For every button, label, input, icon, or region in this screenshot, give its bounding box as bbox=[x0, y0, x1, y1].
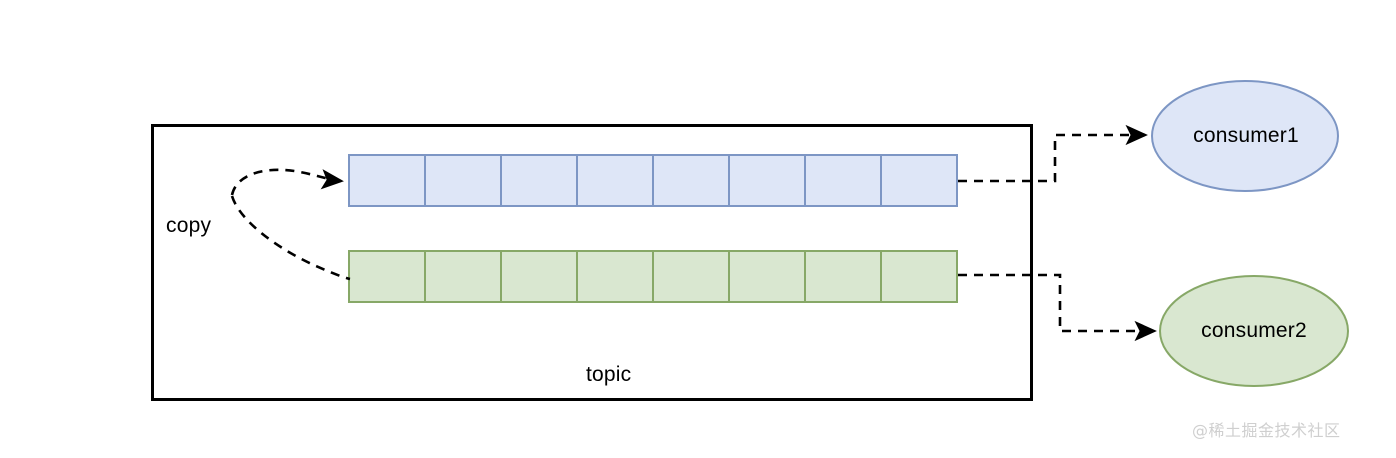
partition-blue bbox=[348, 154, 958, 207]
partition-green-cell bbox=[424, 250, 502, 303]
connector-copy-to-green-partition bbox=[230, 195, 351, 281]
partition-green-cell bbox=[880, 250, 958, 303]
partition-blue-cell bbox=[424, 154, 502, 207]
partition-blue-cell bbox=[576, 154, 654, 207]
partition-green-cell bbox=[576, 250, 654, 303]
partition-blue-cell bbox=[804, 154, 882, 207]
partition-green-cell bbox=[348, 250, 426, 303]
copy-label: copy bbox=[166, 214, 212, 237]
partition-blue-cell bbox=[728, 154, 806, 207]
partition-blue-cell bbox=[880, 154, 958, 207]
consumer1-label: consumer1 bbox=[1193, 124, 1299, 147]
consumer1-ellipse[interactable] bbox=[1151, 80, 1339, 192]
partition-blue-cell bbox=[652, 154, 730, 207]
partition-green-cell bbox=[728, 250, 806, 303]
connector-green-partition-to-consumer2 bbox=[958, 273, 1157, 342]
topic-label: topic bbox=[586, 363, 632, 386]
partition-blue-cell bbox=[500, 154, 578, 207]
connector-blue-partition-to-consumer1 bbox=[958, 124, 1148, 183]
connector-copy-to-blue-partition bbox=[230, 168, 344, 196]
watermark: @稀土掘金技术社区 bbox=[1192, 421, 1341, 440]
partition-green bbox=[348, 250, 958, 303]
partition-blue-cell bbox=[348, 154, 426, 207]
consumer2-ellipse[interactable] bbox=[1159, 275, 1349, 387]
consumer2-label: consumer2 bbox=[1201, 319, 1307, 342]
partition-green-cell bbox=[500, 250, 578, 303]
partition-green-cell bbox=[804, 250, 882, 303]
partition-green-cell bbox=[652, 250, 730, 303]
